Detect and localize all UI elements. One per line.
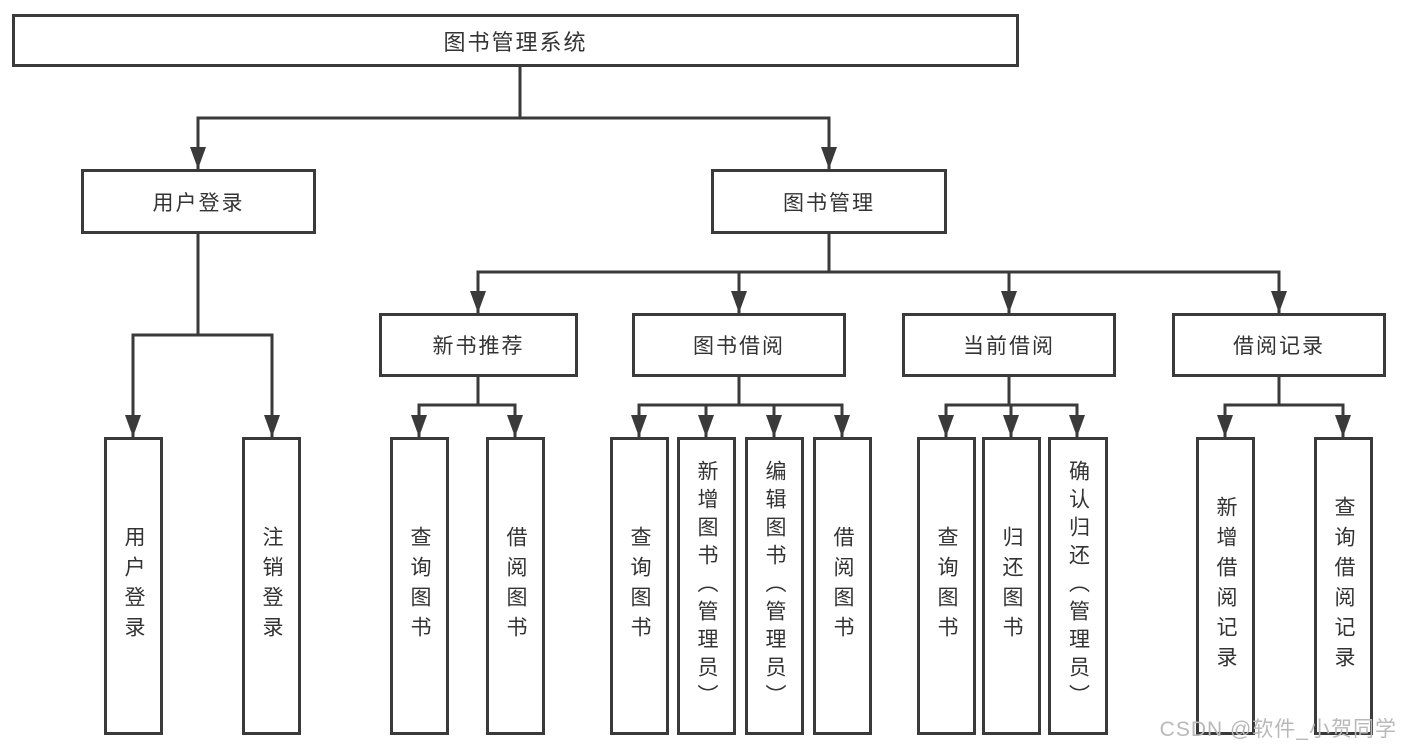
leaf-return-books: 归还图书	[982, 437, 1041, 735]
connector-current-borrow-to-leaves	[938, 377, 1085, 437]
connector-borrow-records-to-leaves	[1217, 377, 1351, 437]
node-label: 查询图书	[935, 526, 958, 646]
leaf-borrow-books-recommend: 借阅图书	[486, 437, 545, 735]
node-label: 查询图书	[628, 526, 651, 646]
node-label: 新增借阅记录	[1214, 496, 1237, 676]
node-borrow-records: 借阅记录	[1172, 313, 1386, 377]
node-label: 编辑图书（管理员）	[763, 460, 786, 712]
connector-new-book-to-leaves	[411, 377, 523, 437]
leaf-confirm-return-admin: 确认归还（管理员）	[1048, 437, 1108, 735]
node-label: 归还图书	[1000, 526, 1023, 646]
node-new-book-recommend: 新书推荐	[379, 313, 578, 377]
leaf-borrow-books: 借阅图书	[813, 437, 872, 735]
node-book-borrow: 图书借阅	[632, 313, 846, 377]
node-label: 图书管理	[783, 191, 875, 215]
leaf-query-borrow-record: 查询借阅记录	[1314, 437, 1373, 735]
node-library-management-system: 图书管理系统	[12, 14, 1019, 67]
node-label: 用户登录	[122, 526, 145, 646]
node-book-management: 图书管理	[711, 169, 947, 234]
connector-book-borrow-to-leaves	[631, 377, 850, 437]
node-label: 图书借阅	[693, 335, 785, 358]
node-label: 查询借阅记录	[1332, 496, 1355, 676]
connector-user-login-to-leaves	[125, 234, 280, 437]
node-label: 查询图书	[408, 526, 431, 646]
leaf-edit-books-admin: 编辑图书（管理员）	[745, 437, 804, 735]
node-label: 确认归还（管理员）	[1066, 460, 1090, 712]
node-label: 新书推荐	[432, 335, 525, 358]
node-current-borrow: 当前借阅	[902, 313, 1116, 377]
connector-root-to-level2	[190, 67, 837, 169]
node-label: 借阅图书	[504, 526, 527, 646]
leaf-logout: 注销登录	[242, 437, 301, 735]
node-user-login: 用户登录	[81, 169, 316, 234]
node-label: 借阅记录	[1233, 335, 1325, 358]
node-label: 用户登录	[152, 191, 245, 215]
leaf-query-books-current: 查询图书	[917, 437, 976, 735]
leaf-add-books-admin: 新增图书（管理员）	[677, 437, 736, 735]
node-label: 图书管理系统	[443, 29, 588, 55]
leaf-user-login: 用户登录	[104, 437, 163, 735]
leaf-add-borrow-record: 新增借阅记录	[1196, 437, 1255, 735]
node-label: 借阅图书	[831, 526, 854, 646]
node-label: 注销登录	[260, 526, 283, 646]
node-label: 当前借阅	[963, 335, 1055, 358]
leaf-query-books-borrow: 查询图书	[610, 437, 669, 735]
connector-book-management-to-level3	[470, 234, 1287, 313]
leaf-query-books-recommend: 查询图书	[390, 437, 449, 735]
node-label: 新增图书（管理员）	[695, 460, 718, 712]
